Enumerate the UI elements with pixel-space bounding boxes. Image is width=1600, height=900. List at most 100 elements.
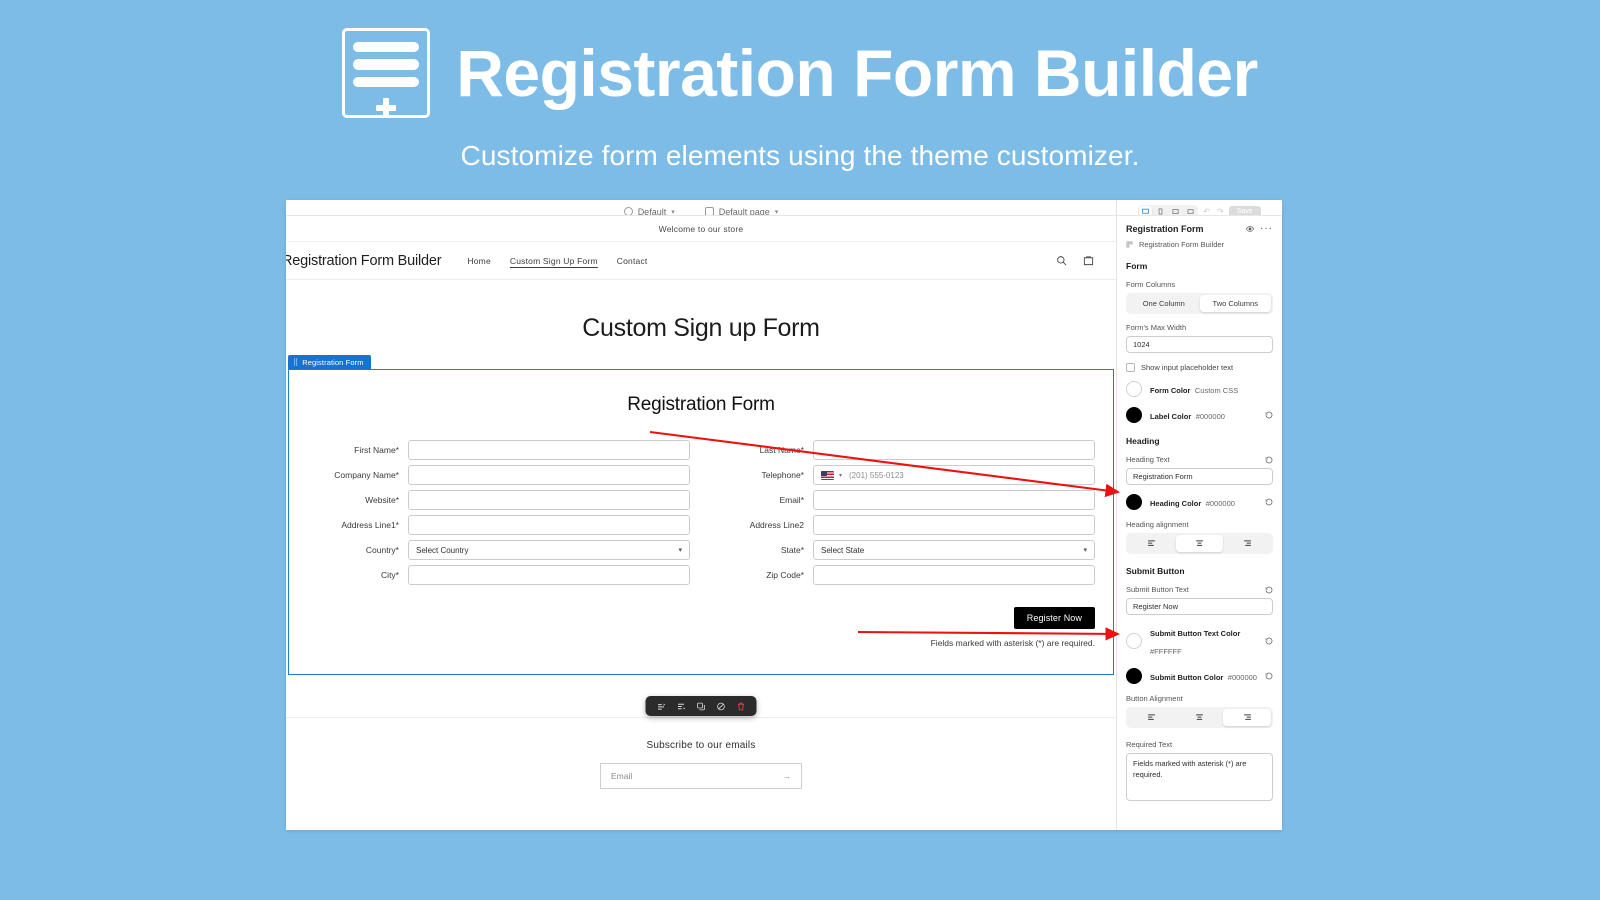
button-alignment-label: Button Alignment [1126, 694, 1273, 703]
reset-icon[interactable] [1265, 672, 1273, 680]
reset-icon[interactable] [1265, 456, 1273, 464]
nav-item-custom-sign-up-form[interactable]: Custom Sign Up Form [509, 255, 598, 266]
first-name-input[interactable] [408, 440, 690, 460]
form-columns-one-column[interactable]: One Column [1142, 299, 1185, 308]
store-brand[interactable]: Registration Form Builder [286, 252, 442, 269]
reset-icon[interactable] [1265, 586, 1273, 594]
section-title-heading: Heading [1126, 436, 1160, 446]
label-color-swatch[interactable] [1126, 407, 1142, 423]
eye-icon[interactable] [1246, 225, 1254, 233]
block-badge-label: Registration Form [302, 357, 364, 367]
address-line1-input[interactable] [408, 515, 690, 535]
fullscreen-preview-icon[interactable] [1169, 206, 1182, 215]
mobile-preview-icon[interactable] [1154, 206, 1167, 215]
main-nav: Home Custom Sign Up Form Contact [467, 256, 647, 266]
cart-icon[interactable] [1083, 255, 1094, 266]
block-toolbar[interactable] [645, 696, 757, 716]
country-code-selector[interactable]: ▾ [821, 470, 843, 480]
hide-icon[interactable] [717, 702, 726, 711]
register-now-button[interactable]: Register Now [1013, 607, 1095, 629]
desktop-preview-icon[interactable] [1139, 206, 1153, 215]
logo-bar [353, 76, 420, 88]
nav-item-contact[interactable]: Contact [616, 255, 648, 266]
align-center-icon[interactable] [1175, 535, 1224, 552]
redo-icon[interactable]: ↷ [1217, 207, 1224, 216]
field-label: Country* [365, 545, 399, 555]
section-title-form: Form [1126, 261, 1148, 271]
history-controls: ↶ ↷ [1203, 207, 1224, 216]
submit-text-input[interactable]: Register Now [1126, 598, 1273, 615]
breadcrumb-label: Registration Form Builder [1139, 240, 1225, 249]
search-icon[interactable] [1056, 255, 1067, 266]
email-input[interactable] [813, 490, 1095, 510]
label-text: Submit Button Text [1126, 585, 1189, 594]
theme-selector[interactable]: Default ▾ [623, 207, 675, 216]
arrow-right-icon[interactable]: → [782, 771, 792, 781]
state-select[interactable]: Select State ▾ [813, 540, 1095, 560]
align-center-icon[interactable] [1176, 709, 1224, 726]
field-zip-code: Zip Code* [712, 565, 1095, 585]
more-menu-icon[interactable]: ··· [1260, 223, 1273, 234]
max-width-input[interactable]: 1024 [1126, 336, 1273, 353]
announcement-bar: Welcome to our store [286, 216, 1116, 242]
submit-text-color-swatch[interactable] [1126, 633, 1142, 649]
sidebar-body: Registration Form ··· Registration Form … [1117, 216, 1282, 801]
align-right-icon[interactable] [1223, 535, 1271, 552]
inspector-icon[interactable] [1184, 206, 1197, 215]
telephone-input[interactable]: ▾ (201) 555-0123 [813, 465, 1095, 485]
move-up-icon[interactable] [657, 702, 666, 711]
country-select[interactable]: Select Country ▾ [408, 540, 690, 560]
required-text-textarea[interactable]: Fields marked with asterisk (*) are requ… [1126, 753, 1273, 801]
undo-icon[interactable]: ↶ [1203, 207, 1211, 216]
form-color-row[interactable]: Form Color Custom CSS [1126, 380, 1273, 398]
page-selector[interactable]: Default page ▾ [704, 207, 778, 215]
checkbox-icon[interactable] [1126, 363, 1135, 372]
chevron-down-icon: ▾ [671, 208, 675, 216]
registration-form-block[interactable]: ⣿ Registration Form Registration Form Fi… [288, 355, 1114, 675]
heading-color-row[interactable]: Heading Color #000000 [1126, 493, 1273, 511]
field-company-name: Company Name* [307, 465, 690, 485]
label-text: Required Text [1126, 740, 1173, 749]
show-placeholder-toggle[interactable]: Show input placeholder text [1126, 363, 1273, 372]
submit-text-color-row[interactable]: Submit Button Text Color #FFFFFF [1126, 623, 1273, 659]
form-builder-logo-icon [342, 28, 431, 118]
breadcrumb[interactable]: Registration Form Builder [1126, 240, 1273, 249]
duplicate-icon[interactable] [697, 702, 706, 711]
save-button[interactable]: Save [1228, 206, 1261, 215]
last-name-input[interactable] [813, 440, 1095, 460]
submit-button-color-row[interactable]: Submit Button Color #000000 [1126, 667, 1273, 685]
reset-icon[interactable] [1265, 411, 1273, 419]
reset-icon[interactable] [1265, 498, 1273, 506]
form-color-swatch[interactable] [1126, 381, 1142, 397]
heading-color-swatch[interactable] [1126, 494, 1142, 510]
heading-text-label: Heading Text [1126, 455, 1273, 464]
form-columns-two-columns[interactable]: Two Columns [1199, 295, 1271, 312]
align-left-icon[interactable] [1128, 709, 1176, 726]
city-input[interactable] [408, 565, 690, 585]
reset-icon[interactable] [1265, 637, 1273, 645]
label-color-row[interactable]: Label Color #000000 [1126, 406, 1273, 424]
block-badge[interactable]: ⣿ Registration Form [288, 355, 371, 369]
field-telephone: Telephone* ▾ (201) 555-0123 [712, 465, 1095, 485]
field-country: Country* Select Country ▾ [307, 540, 690, 560]
delete-icon[interactable] [737, 702, 746, 711]
website-input[interactable] [408, 490, 690, 510]
field-address-line2: Address Line2 [712, 515, 1095, 535]
company-name-input[interactable] [408, 465, 690, 485]
subscribe-email-input[interactable]: Email → [600, 763, 802, 789]
align-right-icon[interactable] [1223, 709, 1272, 726]
address-line2-input[interactable] [813, 515, 1095, 535]
nav-item-home[interactable]: Home [467, 255, 491, 266]
align-left-icon[interactable] [1128, 535, 1176, 552]
submit-button-color-swatch[interactable] [1126, 668, 1142, 684]
field-label: First Name* [354, 445, 399, 455]
heading-text-input[interactable]: Registration Form [1126, 468, 1273, 485]
submit-button-color-name: Submit Button Color [1150, 673, 1224, 682]
label-text: Heading Text [1126, 455, 1170, 464]
chevron-down-icon: ▾ [839, 472, 843, 479]
field-label: Zip Code* [766, 570, 804, 580]
zip-code-input[interactable] [813, 565, 1095, 585]
country-select-value: Select Country [416, 545, 469, 555]
move-down-icon[interactable] [677, 702, 686, 711]
